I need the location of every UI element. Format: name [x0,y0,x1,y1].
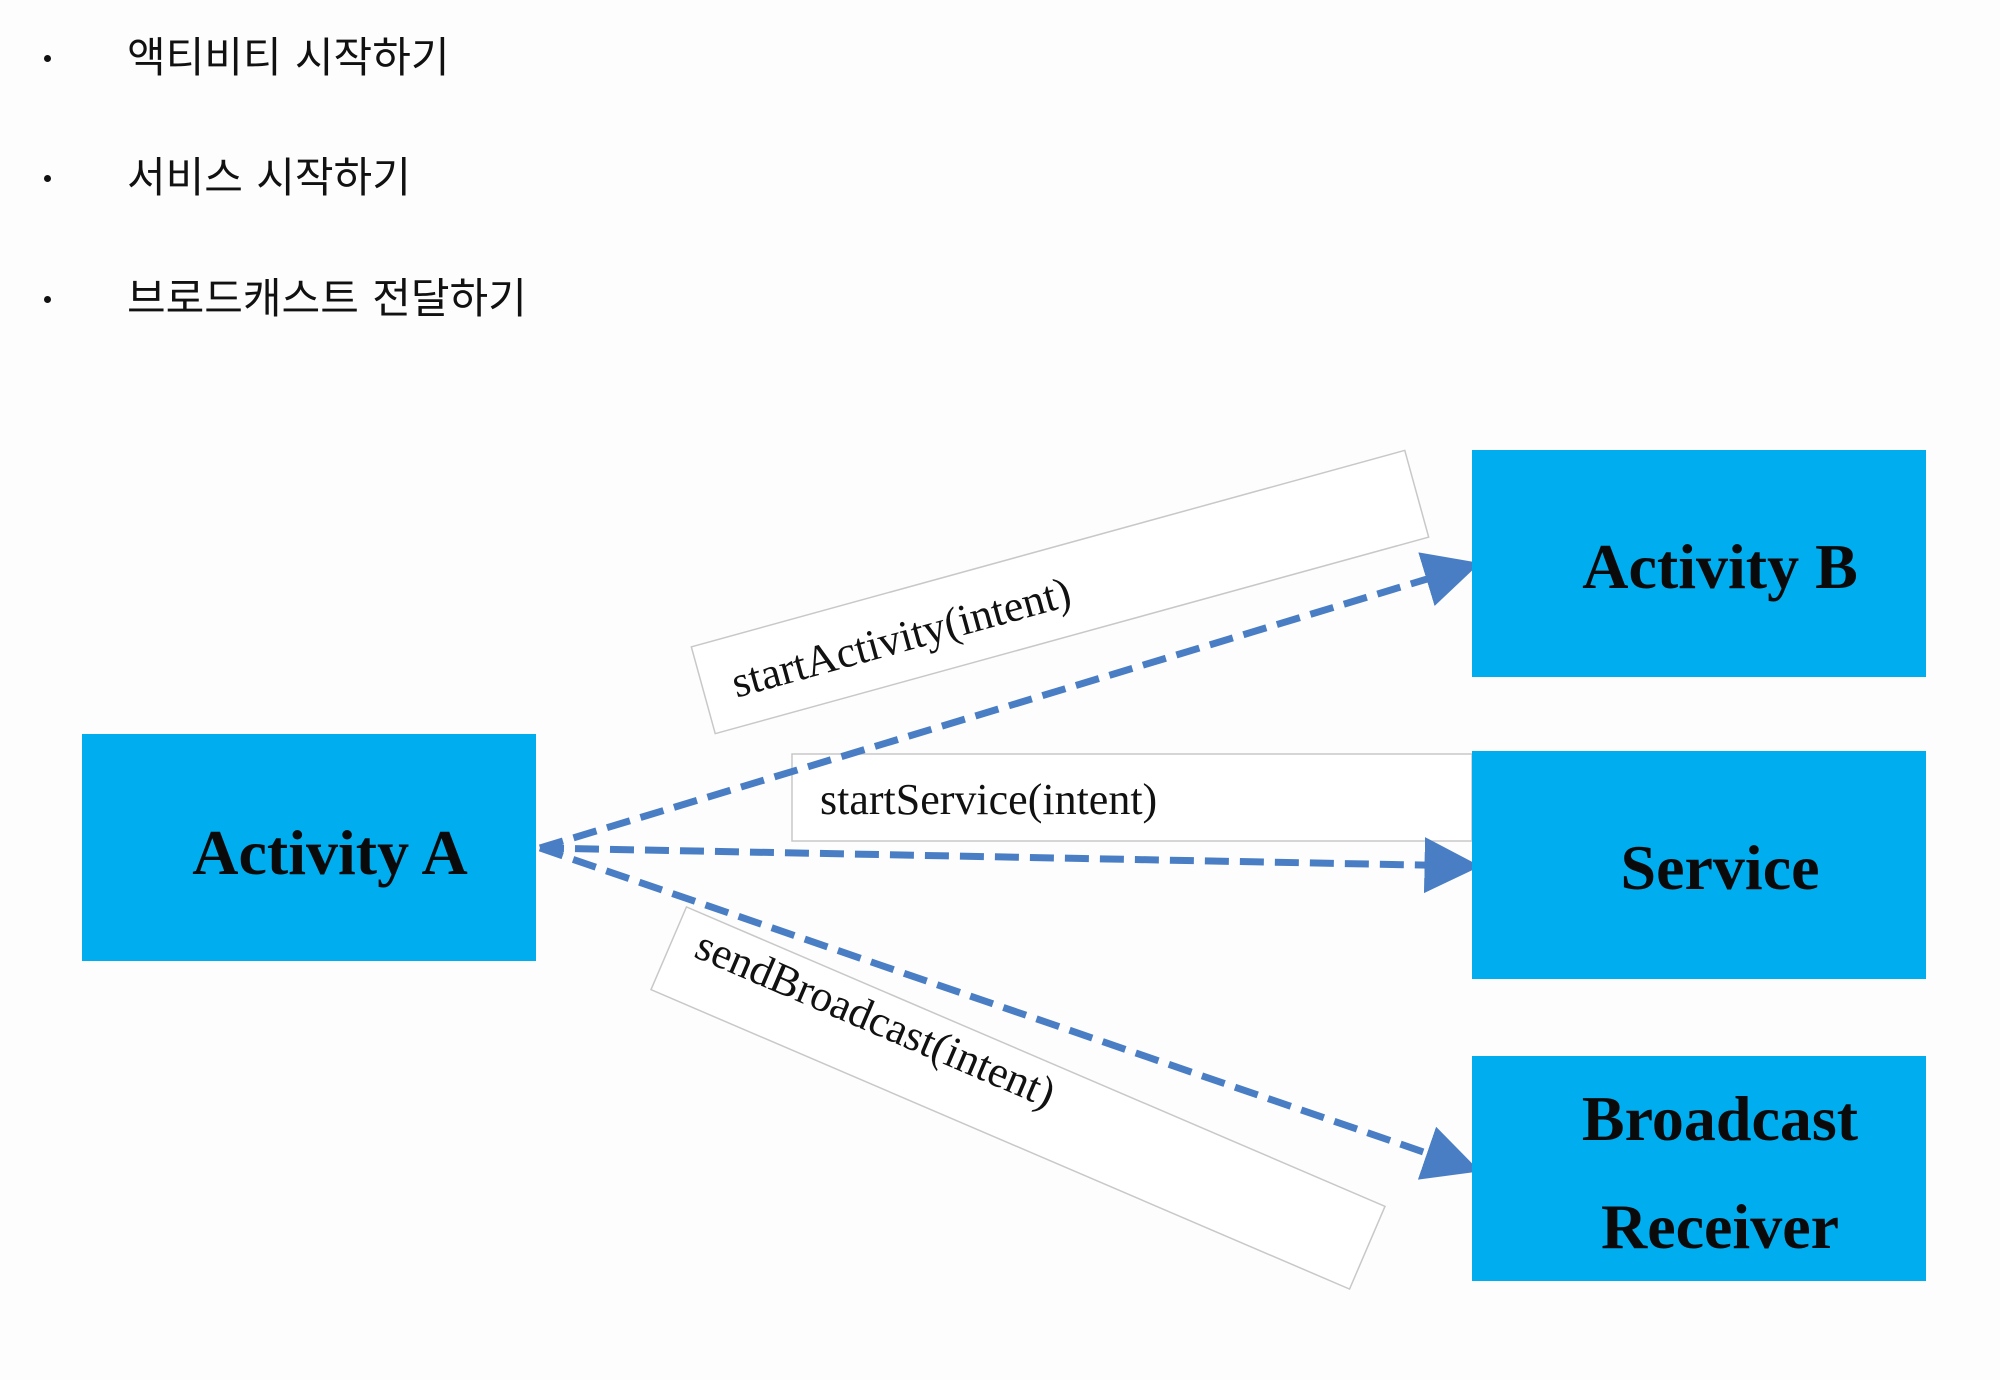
start-service-arrow [539,837,1481,894]
service-label: Service [1621,832,1820,903]
broadcast-receiver-box [1472,1056,1926,1281]
activity-a-box [82,734,536,961]
start-activity-label-box [690,449,1430,735]
bullet-text: 브로드캐스트 전달하기 [127,274,527,323]
broadcast-receiver-node: Broadcast Receiver [1472,1056,1926,1281]
activity-b-label: Activity B [1582,531,1858,602]
activity-a-node: Activity A [82,734,536,961]
broadcast-receiver-label-line2: Receiver [1601,1191,1839,1262]
bullet-dot-icon [44,55,51,62]
start-activity-arrow [538,552,1481,852]
bullet-item-start-activity: 액티비티 시작하기 [0,18,900,98]
send-broadcast-label-box [650,905,1386,1291]
activity-a-label: Activity A [192,817,468,888]
bullet-text: 액티비티 시작하기 [127,33,450,82]
broadcast-receiver-label-line1: Broadcast [1582,1083,1859,1154]
service-box [1472,751,1926,979]
activity-b-box [1472,450,1926,677]
bullet-dot-icon [44,175,51,182]
bullet-item-send-broadcast: 브로드캐스트 전달하기 [0,259,900,339]
service-node: Service [1472,751,1926,979]
bullet-dot-icon [44,296,51,303]
start-service-label-group: startService(intent) [791,753,1473,842]
start-service-label: startService(intent) [820,775,1157,824]
bullet-list: 액티비티 시작하기 서비스 시작하기 브로드캐스트 전달하기 [0,0,900,340]
activity-b-node: Activity B [1472,450,1926,677]
bullet-item-start-service: 서비스 시작하기 [0,138,900,218]
send-broadcast-arrow [538,844,1480,1180]
start-service-label-box [791,753,1473,842]
bullet-text: 서비스 시작하기 [127,153,411,202]
